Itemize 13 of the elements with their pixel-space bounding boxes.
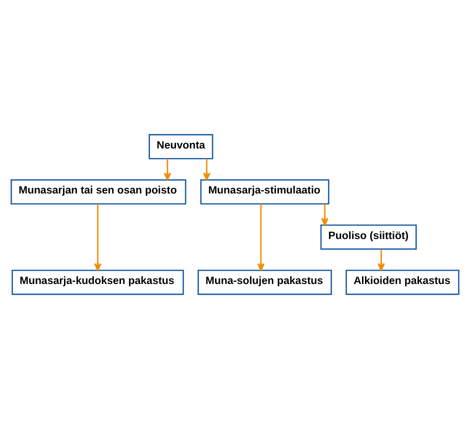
node-box: Puoliso (siittiöt): [320, 224, 417, 250]
node-box: Alkioiden pakastus: [346, 270, 460, 295]
arrow: [164, 158, 172, 180]
node-box: Neuvonta: [148, 134, 214, 160]
arrow: [257, 204, 265, 271]
arrow: [94, 204, 102, 271]
node-box: Munasarja-stimulaatio: [200, 179, 330, 205]
arrow: [203, 158, 210, 180]
node-box: Muna-solujen pakastus: [198, 270, 332, 295]
node-box: Munasarjan tai sen osan poisto: [10, 179, 186, 205]
arrow: [321, 204, 328, 226]
arrow: [378, 249, 385, 271]
node-box: Munasarja-kudoksen pakastus: [12, 270, 184, 295]
